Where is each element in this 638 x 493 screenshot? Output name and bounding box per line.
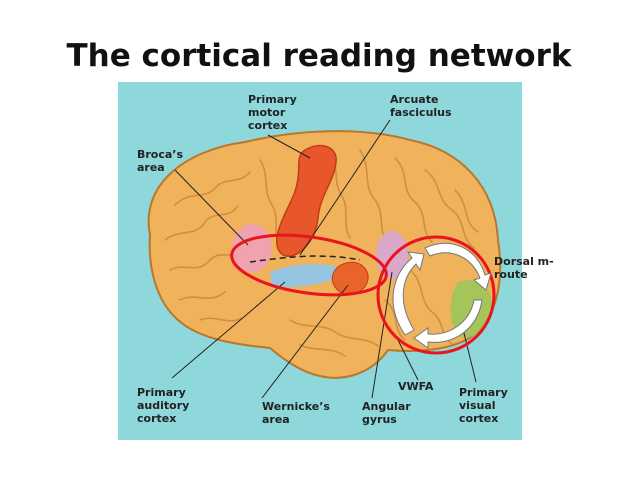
label-vwfa: VWFA — [398, 380, 434, 393]
label-wernickes-area: Wernicke’s area — [262, 400, 330, 426]
dorsal-route-arrows — [392, 242, 492, 349]
label-angular-gyrus: Angular gyrus — [362, 400, 411, 426]
wernickes-area-region — [331, 261, 369, 295]
label-dorsal-route: Dorsal m- route — [494, 255, 554, 281]
label-brocas-area: Broca’s area — [137, 148, 184, 174]
primary-auditory-cortex-region — [270, 264, 345, 288]
frontotemporal-red-ellipse — [230, 233, 388, 297]
label-primary-motor-cortex: Primary motor cortex — [248, 93, 297, 132]
dorsal-route-red-circle — [376, 235, 496, 355]
label-primary-visual-cortex: Primary visual cortex — [459, 386, 508, 425]
slide-title: The cortical reading network — [66, 38, 572, 74]
primary-motor-cortex-region — [276, 144, 337, 257]
leader-lines — [171, 119, 477, 399]
arcuate-fasciculus-path — [249, 255, 361, 263]
brain-outline — [147, 130, 502, 379]
label-primary-auditory-cortex: Primary auditory cortex — [137, 386, 190, 425]
brocas-area-region — [232, 224, 272, 272]
label-arcuate-fasciculus: Arcuate fasciculus — [390, 93, 452, 119]
